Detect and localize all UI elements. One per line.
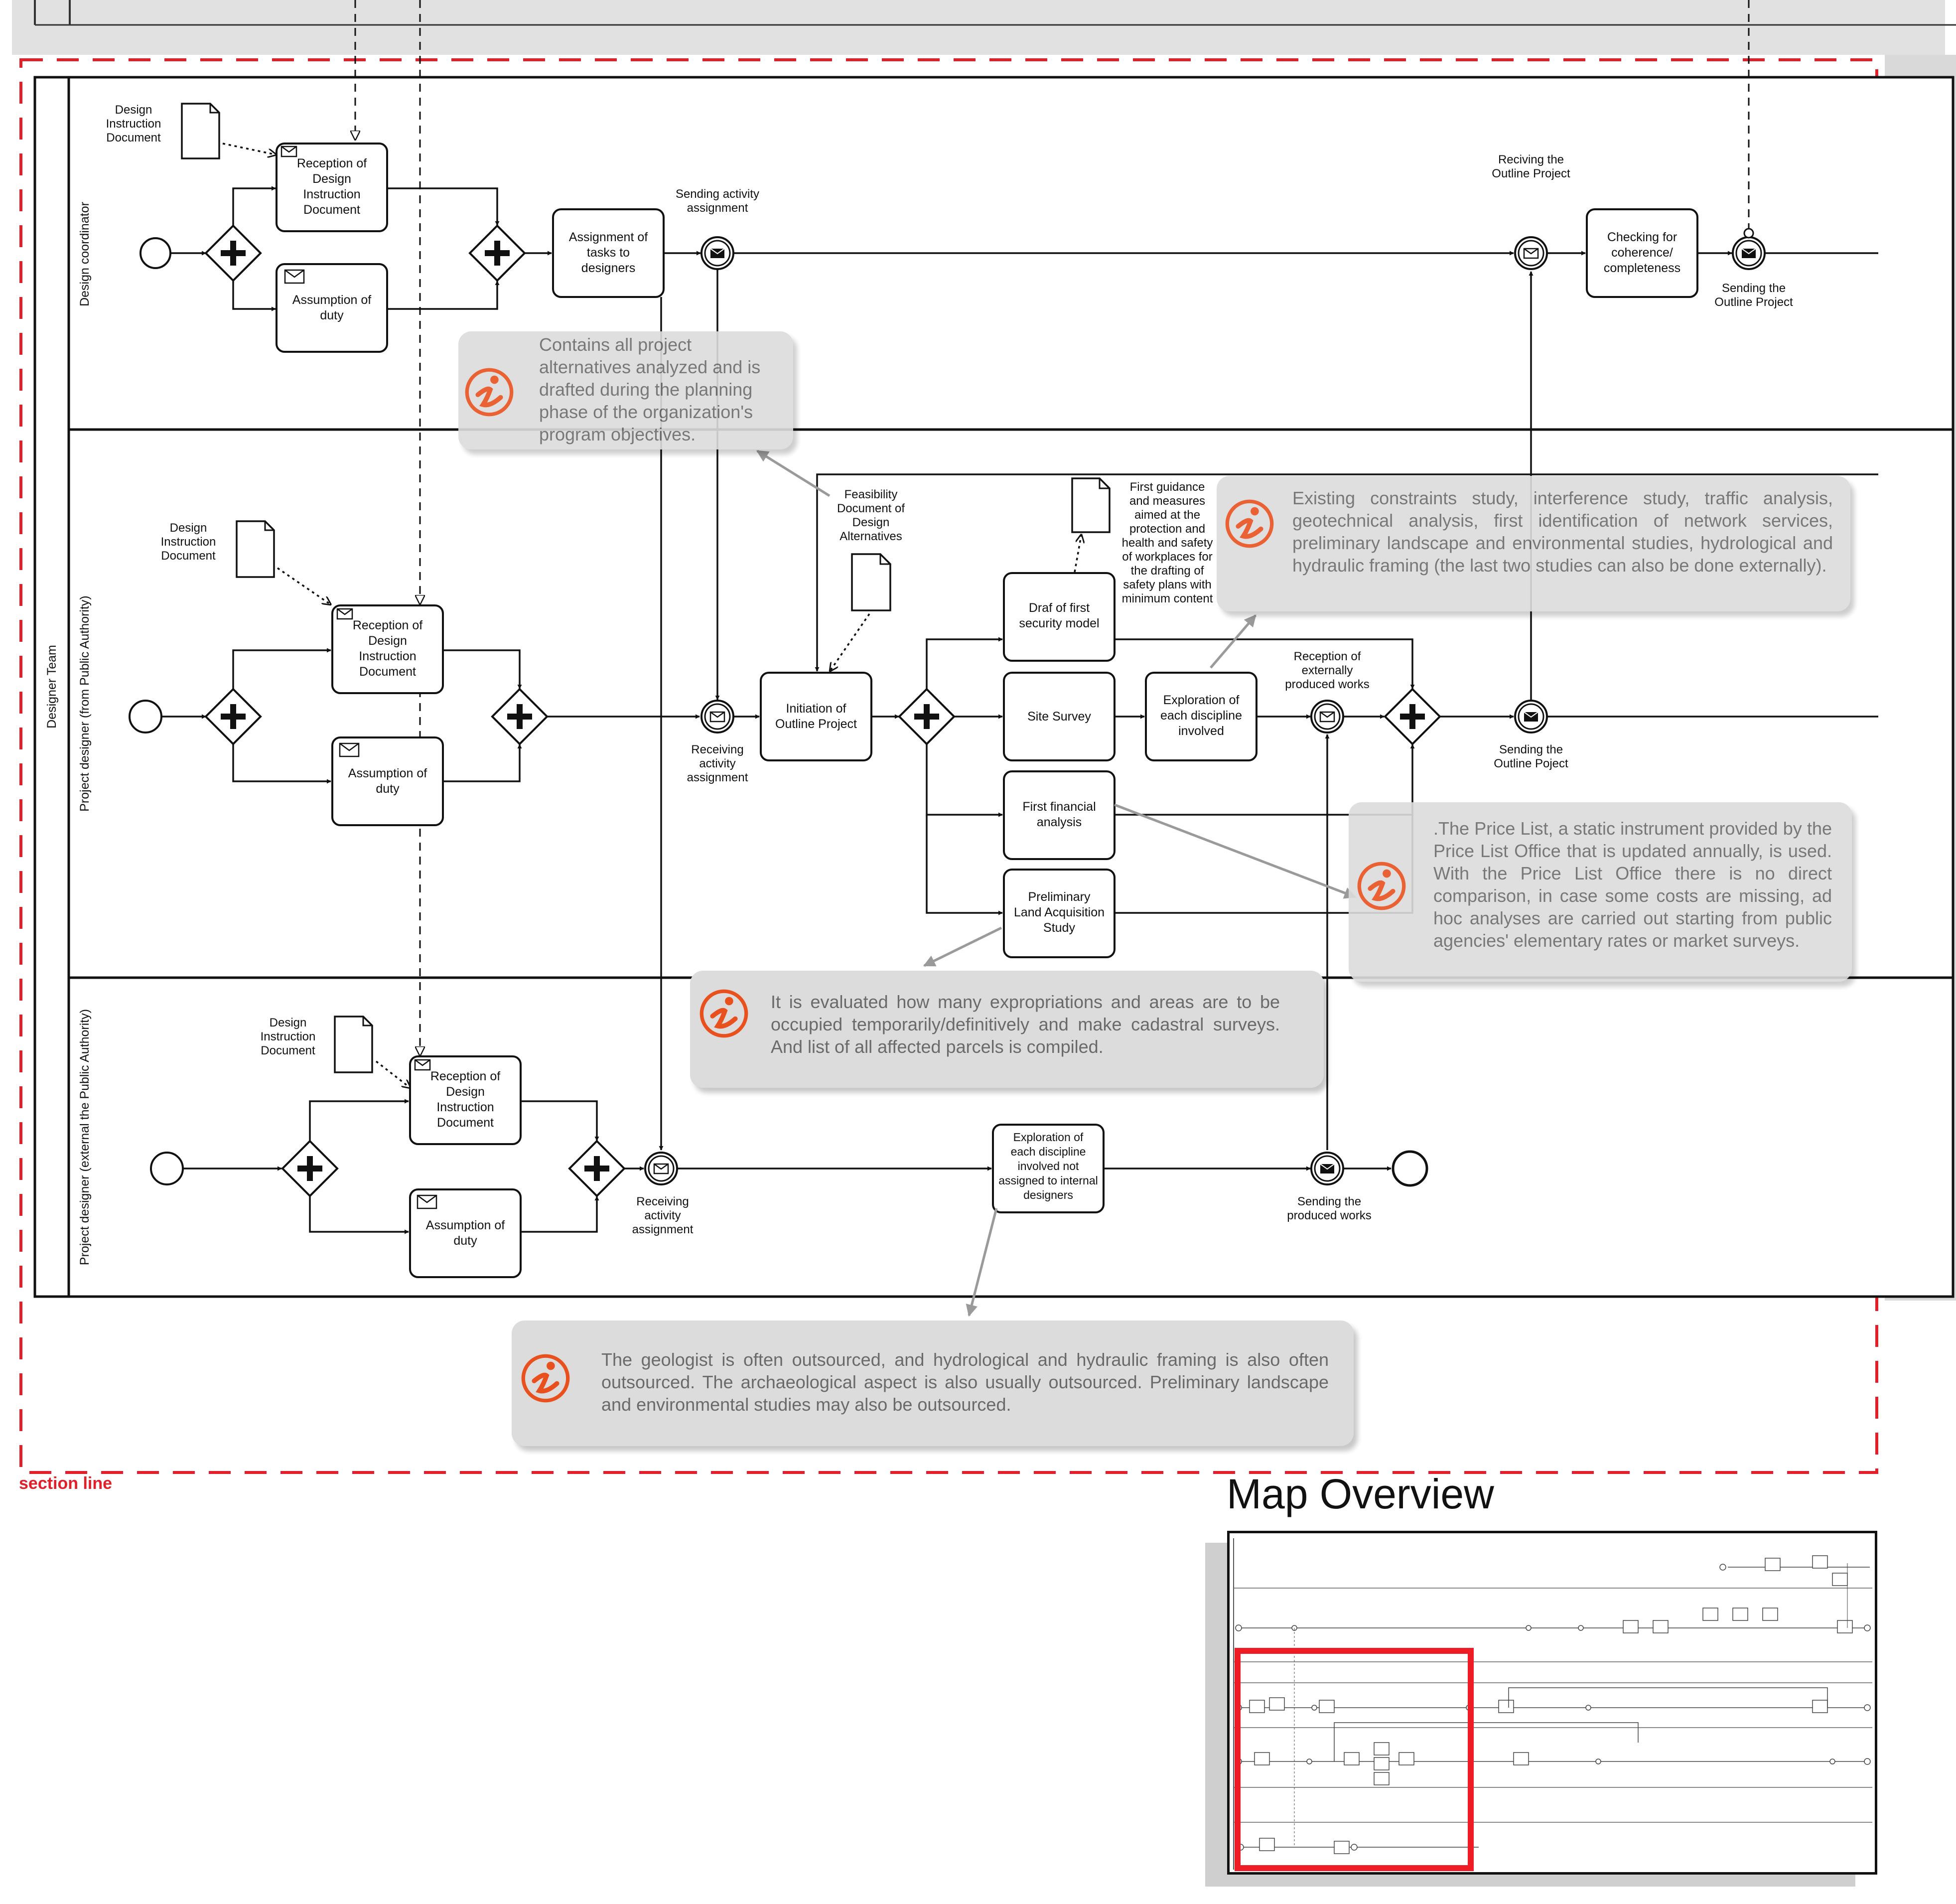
task-reception[interactable] — [276, 143, 388, 232]
receive-message-event — [1310, 700, 1344, 733]
parallel-gateway — [468, 224, 526, 282]
map-overview-thumbnail — [1233, 1538, 1872, 1870]
parallel-gateway — [568, 1140, 626, 1197]
task-reception[interactable] — [409, 1055, 522, 1145]
parallel-gateway — [204, 224, 262, 282]
task-label: Site Survey — [1027, 710, 1091, 724]
note-price-list: .The Price List, a static instrument pro… — [1349, 802, 1852, 982]
parallel-gateway — [491, 688, 549, 745]
info-icon — [465, 368, 514, 417]
receive-message-event — [644, 1152, 678, 1185]
note-text: Contains all project alternatives analyz… — [539, 334, 761, 444]
parallel-gateway — [898, 688, 956, 745]
document-icon — [1071, 477, 1111, 533]
envelope-icon — [339, 742, 360, 757]
note-text: It is evaluated how many expropriations … — [771, 992, 1280, 1057]
send-message-event — [1310, 1152, 1344, 1185]
send-message-event — [1514, 700, 1548, 733]
send-message-event — [700, 236, 734, 270]
adjacent-section-top — [12, 0, 1945, 55]
note-alternatives: Contains all project alternatives analyz… — [458, 331, 793, 449]
info-icon — [1225, 499, 1274, 548]
send-message-event — [1732, 228, 1766, 270]
envelope-icon — [336, 608, 353, 620]
start-event — [129, 700, 162, 733]
task-initiation[interactable] — [760, 672, 872, 761]
document-icon — [181, 103, 220, 159]
envelope-icon — [284, 269, 305, 284]
note-text: The geologist is often outsourced, and h… — [601, 1349, 1329, 1415]
info-icon — [1357, 862, 1406, 910]
note-constraints: Existing constraints study, interference… — [1217, 476, 1850, 611]
info-icon — [699, 989, 748, 1038]
envelope-icon — [417, 1194, 437, 1209]
map-overview-title: Map Overview — [1227, 1470, 1494, 1517]
task-assumption[interactable] — [276, 263, 388, 353]
document-icon — [236, 520, 275, 578]
lane-label-coordinator: Design coordinator — [78, 202, 92, 306]
receive-message-event — [1514, 236, 1548, 270]
envelope-icon — [414, 1059, 431, 1071]
section-line-label: section line — [19, 1474, 113, 1493]
task-reception[interactable] — [331, 604, 444, 694]
info-icon — [521, 1354, 570, 1403]
lane-label-external: Project designer (external the Public Au… — [78, 1009, 92, 1265]
document-icon — [851, 553, 891, 611]
parallel-gateway — [1384, 688, 1441, 745]
note-text: .The Price List, a static instrument pro… — [1433, 818, 1832, 951]
document-icon — [334, 1016, 373, 1073]
map-overview[interactable] — [1227, 1531, 1877, 1875]
receive-message-event — [700, 700, 734, 733]
map-viewport-frame[interactable] — [1235, 1648, 1474, 1871]
end-event — [1392, 1150, 1428, 1187]
task-security[interactable] — [1003, 572, 1116, 662]
note-expropriations: It is evaluated how many expropriations … — [690, 971, 1324, 1088]
envelope-icon — [280, 146, 297, 157]
pool-label: Designer Team — [45, 645, 59, 729]
note-text: Existing constraints study, interference… — [1292, 488, 1833, 576]
task-assumption[interactable] — [409, 1188, 522, 1278]
start-event — [150, 1152, 184, 1185]
note-geologist: The geologist is often outsourced, and h… — [512, 1320, 1354, 1446]
start-event — [140, 237, 171, 269]
parallel-gateway — [281, 1140, 339, 1197]
lane-label-internal: Project designer (from Public Authority) — [78, 595, 92, 812]
